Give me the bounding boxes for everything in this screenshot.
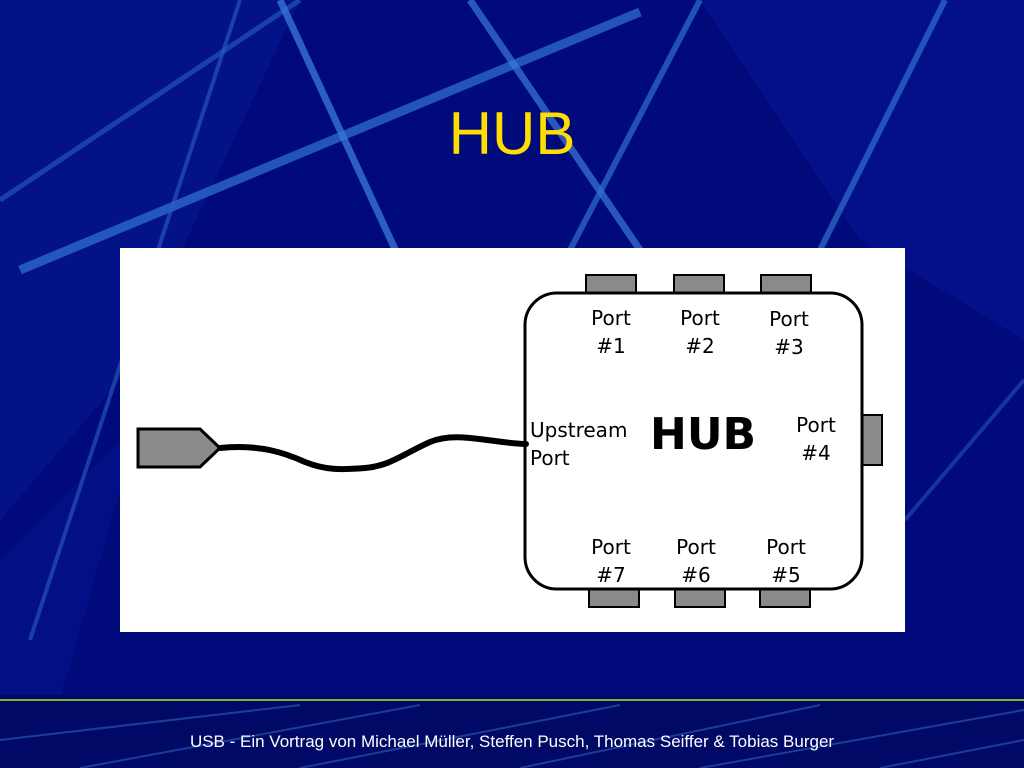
port-5-connector: [759, 588, 811, 608]
usb-cable: [217, 434, 529, 473]
port-6-connector: [674, 588, 726, 608]
hub-diagram: HUB Upstream Port Port #1 Port #2 Port #…: [120, 248, 905, 632]
port-1-label: Port #1: [591, 306, 631, 358]
port-2-label: Port #2: [680, 306, 720, 358]
upstream-port-label: Upstream Port: [530, 418, 628, 470]
port-4-label: Port #4: [796, 413, 836, 465]
port-5-label: Port #5: [766, 535, 806, 587]
port-1-connector: [585, 274, 637, 294]
slide-title: HUB: [448, 100, 576, 167]
port-2-connector: [673, 274, 725, 294]
port-3-label: Port #3: [769, 307, 809, 359]
port-3-connector: [760, 274, 812, 294]
hub-diagram-graphics: [136, 274, 883, 608]
port-7-connector: [588, 588, 640, 608]
port-7-label: Port #7: [591, 535, 631, 587]
usb-plug: [136, 427, 223, 469]
port-6-label: Port #6: [676, 535, 716, 587]
hub-label: HUB: [650, 409, 757, 460]
port-4-connector: [861, 414, 883, 466]
slide-footer: USB - Ein Vortrag von Michael Müller, St…: [189, 732, 835, 751]
